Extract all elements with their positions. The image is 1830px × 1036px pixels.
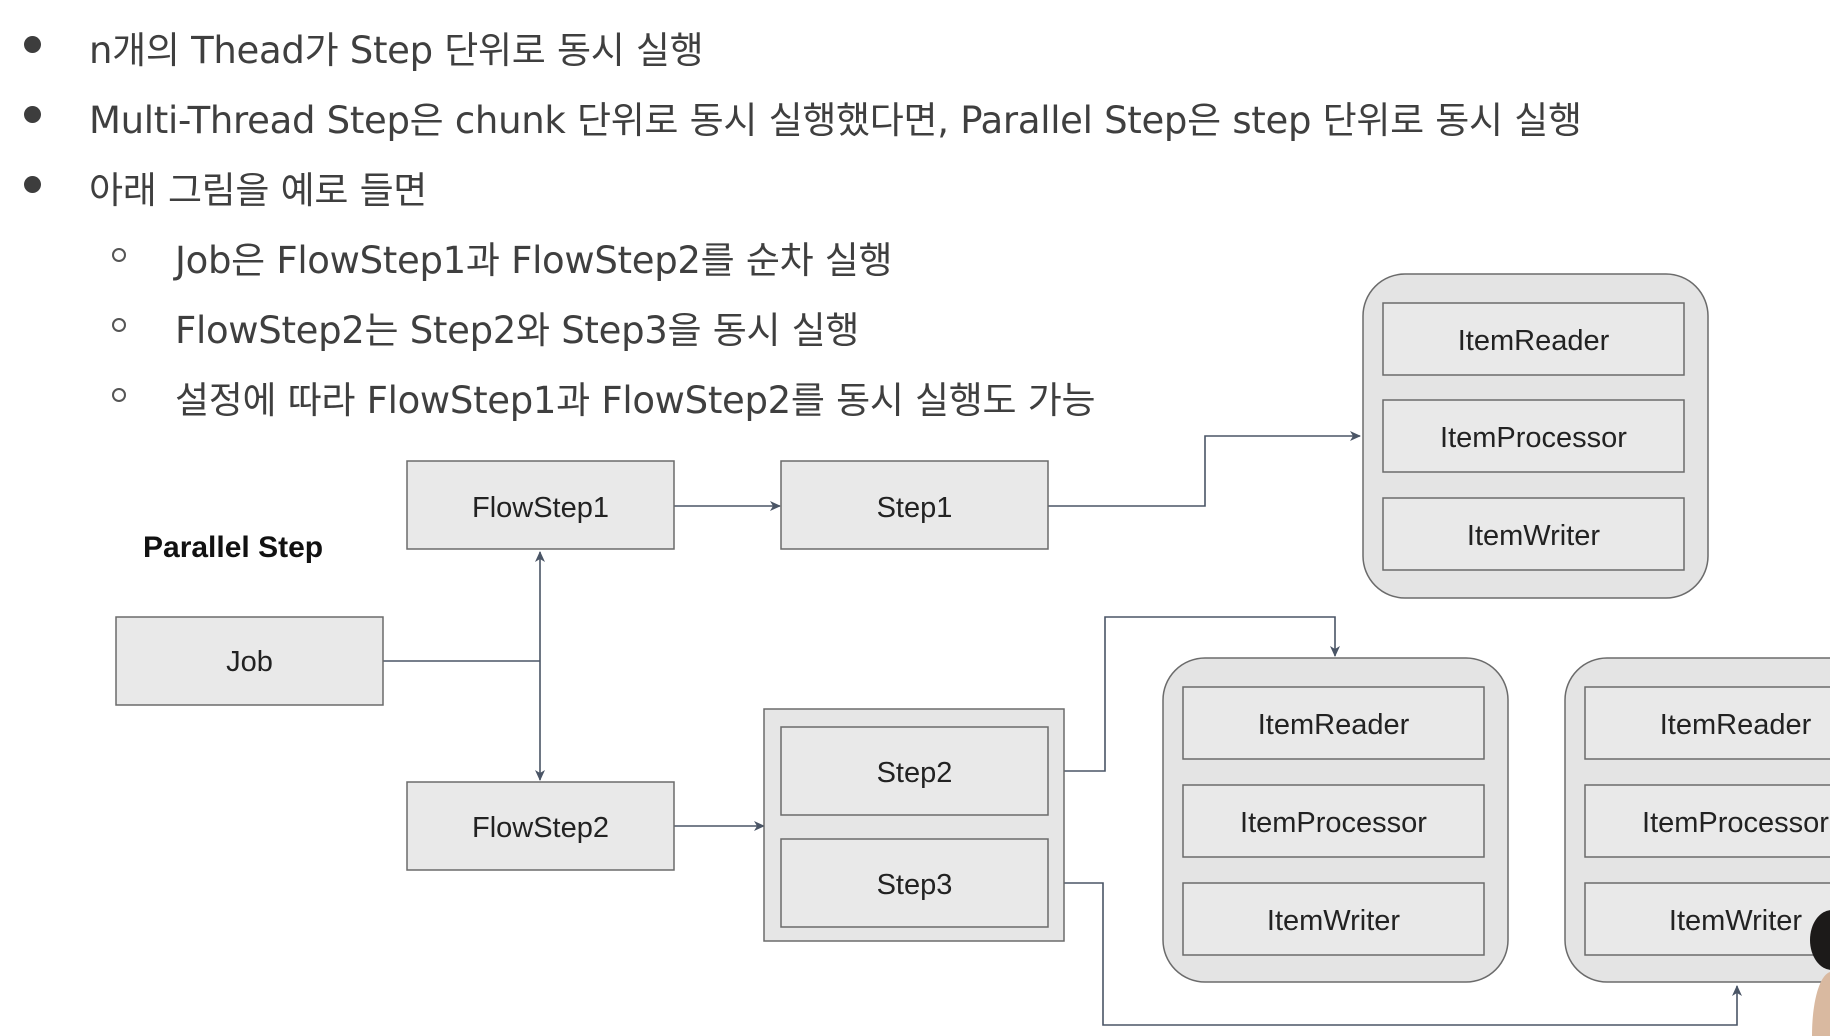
item-processor-label: ItemProcessor (1440, 422, 1627, 454)
item-writer-label: ItemWriter (1669, 905, 1803, 937)
job-label: Job (226, 646, 273, 678)
chunk-container-2: ItemReader ItemProcessor ItemWriter (1162, 657, 1509, 983)
item-reader-box (1584, 686, 1830, 760)
chunk-container-3: ItemReader ItemProcessor ItemWriter (1564, 657, 1830, 983)
sub-bullet-text-1: Job은 FlowStep1과 FlowStep2를 순차 실행 (175, 239, 893, 282)
job-box: Job (115, 616, 384, 706)
step1-box: Step1 (780, 460, 1049, 550)
bullet-icon (24, 106, 41, 123)
step2-to-chunk2-arrow (1048, 616, 1340, 772)
item-writer-box (1182, 882, 1485, 956)
bullet-icon (24, 36, 41, 53)
item-reader-label: ItemReader (1660, 709, 1812, 741)
item-reader-label: ItemReader (1458, 325, 1610, 357)
flowstep2-box: FlowStep2 (406, 781, 675, 871)
step3-box: Step3 (780, 838, 1049, 928)
bullet-text-3: 아래 그림을 예로 들면 (89, 169, 428, 212)
sub-bullet-text-2: FlowStep2는 Step2와 Step3을 동시 실행 (175, 309, 860, 352)
item-writer-box (1382, 497, 1685, 571)
flowstep1-box: FlowStep1 (406, 460, 675, 550)
flowstep1-label: FlowStep1 (472, 492, 609, 524)
sub-bullet-icon (112, 248, 126, 262)
item-processor-box (1382, 399, 1685, 473)
diagram-title: Parallel Step (143, 531, 323, 564)
step2-box: Step2 (780, 726, 1049, 816)
item-writer-label: ItemWriter (1267, 905, 1401, 937)
item-processor-box (1584, 784, 1830, 858)
chunk-container-1: ItemReader ItemProcessor ItemWriter (1362, 273, 1709, 599)
item-processor-box (1182, 784, 1485, 858)
item-reader-label: ItemReader (1258, 709, 1410, 741)
step3-label: Step3 (877, 869, 953, 901)
sub-bullet-text-3: 설정에 따라 FlowStep1과 FlowStep2를 동시 실행도 가능 (175, 379, 1096, 422)
bullet-text-1: n개의 Thead가 Step 단위로 동시 실행 (89, 29, 704, 72)
step3-to-chunk3-arrow (1048, 882, 1742, 1026)
item-processor-label: ItemProcessor (1240, 807, 1427, 839)
item-writer-box (1584, 882, 1830, 956)
step-group-box: Step2 Step3 (763, 708, 1065, 942)
item-reader-box (1382, 302, 1685, 376)
item-processor-label: ItemProcessor (1642, 807, 1829, 839)
step1-label: Step1 (877, 492, 953, 524)
flowstep2-label: FlowStep2 (472, 812, 609, 844)
item-reader-box (1182, 686, 1485, 760)
sub-bullet-icon (112, 318, 126, 332)
sub-bullet-icon (112, 388, 126, 402)
presenter-avatar (1810, 910, 1830, 1036)
step1-to-chunk1-arrow (1048, 431, 1361, 507)
step2-label: Step2 (877, 757, 953, 789)
bullet-text-2: Multi-Thread Step은 chunk 단위로 동시 실행했다면, P… (89, 99, 1582, 142)
bullet-icon (24, 176, 41, 193)
item-writer-label: ItemWriter (1467, 520, 1601, 552)
